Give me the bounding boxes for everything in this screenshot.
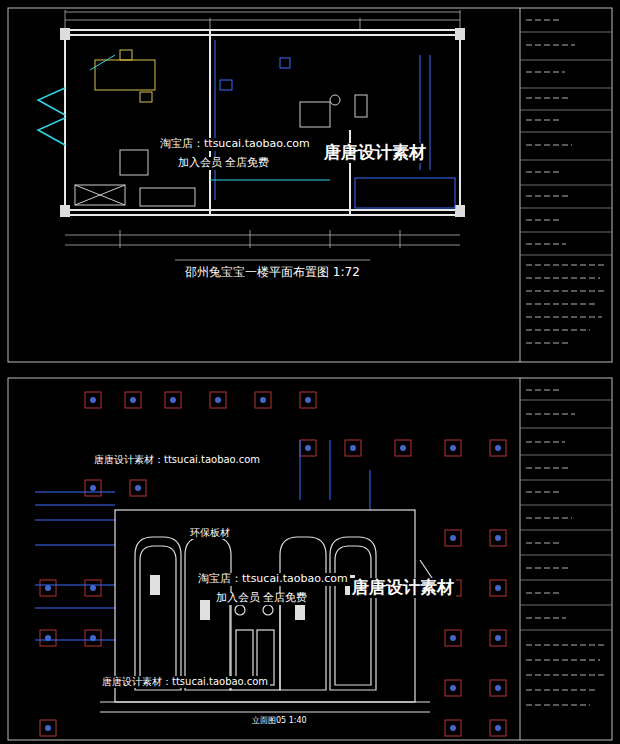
watermark-text: 唐唐设计素材：ttsucai.taobao.com <box>100 676 270 688</box>
watermark-icon <box>85 392 101 408</box>
watermark-icon <box>490 530 506 546</box>
watermark-icon <box>85 480 101 496</box>
watermark-icon <box>125 392 141 408</box>
watermark-text: 唐唐设计素材：ttsucai.taobao.com <box>92 454 262 466</box>
watermark-icon <box>490 720 506 736</box>
watermark-icon <box>40 630 56 646</box>
watermark-icon <box>445 630 461 646</box>
drawing-caption: 邵州兔宝宝一楼平面布置图 1:72 <box>183 266 362 280</box>
watermark-text: 唐唐设计素材 <box>350 578 456 598</box>
watermark-text: 唐唐设计素材 <box>322 143 428 163</box>
panel-text: 环保板材 <box>188 527 232 539</box>
watermark-icon <box>165 392 181 408</box>
watermark-icon <box>490 440 506 456</box>
watermark-icon <box>300 440 316 456</box>
watermark-icon <box>445 680 461 696</box>
watermark-icon <box>300 392 316 408</box>
watermark-icon <box>445 440 461 456</box>
watermark-text: 加入会员 全店免费 <box>214 592 310 605</box>
watermark-icon <box>130 480 146 496</box>
watermark-text: 淘宝店：ttsucai.taobao.com <box>196 573 350 586</box>
watermark-icon <box>395 440 411 456</box>
watermark-icon <box>490 630 506 646</box>
watermark-icon <box>85 580 101 596</box>
watermark-icon <box>255 392 271 408</box>
watermark-icon <box>490 580 506 596</box>
watermark-text: 淘宝店：ttsucai.taobao.com <box>158 138 312 151</box>
watermark-icon <box>40 580 56 596</box>
watermark-icon <box>85 630 101 646</box>
watermark-icon <box>345 440 361 456</box>
watermark-icon <box>40 720 56 736</box>
drawing-caption: 立面图05 1:40 <box>250 716 309 725</box>
watermark-icon <box>490 680 506 696</box>
watermark-icon <box>445 720 461 736</box>
watermark-text: 加入会员 全店免费 <box>176 157 272 170</box>
watermark-icon <box>210 392 226 408</box>
watermark-icon <box>445 530 461 546</box>
